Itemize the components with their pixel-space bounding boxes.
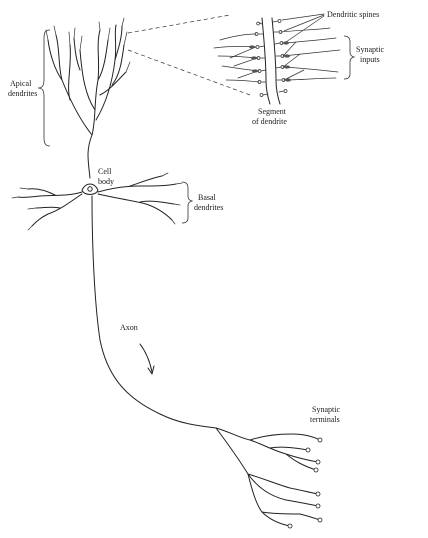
dendrite-segment-inset — [213, 13, 356, 105]
synaptic-inputs-label-line2: inputs — [360, 55, 380, 64]
apical-dendrites-label-line2: dendrites — [8, 89, 37, 98]
axon-label: Axon — [120, 323, 138, 332]
callout-line-top — [127, 14, 231, 34]
synaptic-terminals-label-line2: terminals — [310, 415, 340, 424]
dendritic-spines-label: Dendritic spines — [327, 10, 379, 19]
apical-dendrites-label-line1: Apical — [10, 79, 32, 88]
cell-body — [81, 183, 99, 195]
cell-body-label-line1: Cell — [98, 167, 112, 176]
basal-dendrites — [11, 172, 183, 231]
basal-dendrites-label-line2: dendrites — [194, 203, 223, 212]
cell-body-label-line2: body — [98, 177, 114, 186]
apical-dendrite-tree — [45, 17, 131, 179]
synaptic-inputs-label-line1: Synaptic — [356, 45, 384, 54]
axon — [91, 195, 217, 429]
spine-pointer-1 — [281, 13, 325, 21]
basal-dendrites-label-line1: Basal — [198, 193, 217, 202]
apical-brace — [37, 29, 51, 147]
segment-of-dendrite-label-line2: of dendrite — [252, 117, 287, 126]
synaptic-terminals-label-line1: Synaptic — [312, 405, 340, 414]
spine-pointer-3 — [285, 15, 325, 43]
axon-direction-arrow — [139, 343, 153, 373]
segment-of-dendrite-label-line1: Segment — [258, 107, 287, 116]
callout-line-bottom — [127, 49, 251, 96]
synaptic-inputs-brace — [343, 35, 356, 80]
spine-pointer-2 — [283, 14, 325, 32]
synaptic-terminals — [215, 427, 323, 529]
basal-brace — [181, 181, 194, 224]
